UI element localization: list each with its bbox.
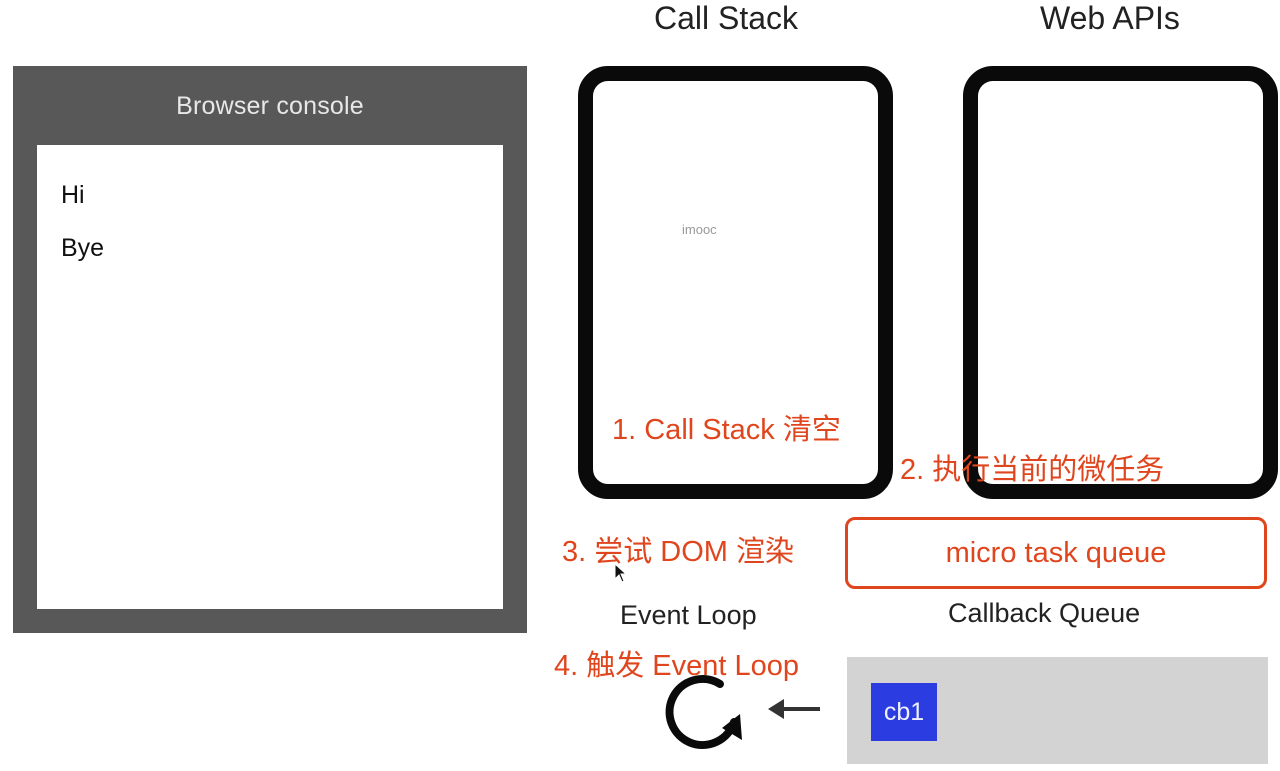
mouse-cursor-icon <box>614 563 628 583</box>
call-stack-title: Call Stack <box>654 0 799 36</box>
watermark: imooc <box>682 222 717 237</box>
step-1-text: 1. Call Stack 清空 <box>612 414 841 446</box>
step-2-text: 2. 执行当前的微任务 <box>900 454 1165 486</box>
callback-item: cb1 <box>871 683 937 741</box>
arrow-left-icon <box>768 699 820 719</box>
loop-icon <box>665 675 742 749</box>
console-output: Hi Bye <box>37 145 503 609</box>
micro-task-queue-label: micro task queue <box>945 536 1167 569</box>
event-loop-label: Event Loop <box>620 600 757 630</box>
web-apis-box <box>963 66 1278 499</box>
callback-queue-label: Callback Queue <box>948 598 1141 628</box>
step-4-text: 4. 触发 Event Loop <box>554 650 800 682</box>
micro-task-queue: micro task queue <box>845 517 1267 589</box>
web-apis-title: Web APIs <box>1040 0 1180 36</box>
call-stack-box <box>578 66 893 499</box>
console-title: Browser console <box>176 91 364 120</box>
step-3-text: 3. 尝试 DOM 渲染 <box>562 536 795 568</box>
console-line: Hi <box>61 181 85 209</box>
console-line: Bye <box>61 234 105 262</box>
callback-queue: cb1 <box>847 657 1268 764</box>
browser-console: Browser console Hi Bye <box>13 66 527 633</box>
